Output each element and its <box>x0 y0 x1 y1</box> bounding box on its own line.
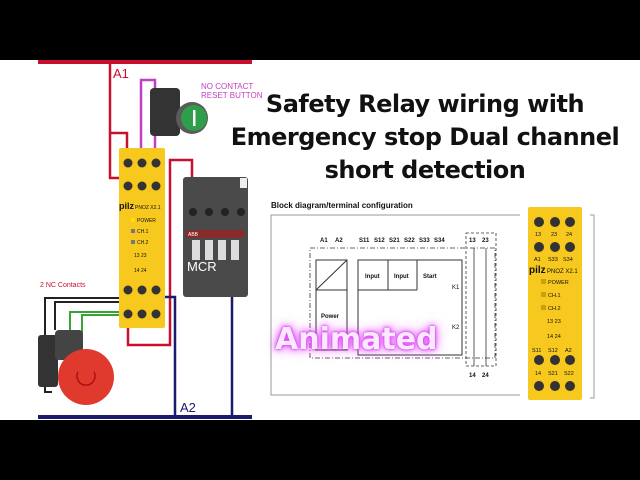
contactor-label: MCR <box>187 259 217 274</box>
safety-relay-right: 13 23 24 A1 S33 S34 S11 S12 A2 14 S21 S2… <box>528 207 582 400</box>
animated-overlay-label: Animated <box>275 322 438 357</box>
red-wire <box>126 158 194 347</box>
estop-label: 2 NC Contacts <box>40 282 86 289</box>
terminal: S22 <box>404 238 415 244</box>
led-power: POWER <box>548 280 569 286</box>
contact-label: 14 24 <box>134 268 147 274</box>
terminal: S34 <box>563 257 573 263</box>
led-power: POWER <box>137 218 156 224</box>
terminal: 24 <box>482 373 489 379</box>
block-start: Start <box>423 274 437 280</box>
contact-label: 13 23 <box>134 253 147 259</box>
block-power: Power <box>321 314 340 320</box>
relay-model: PNOZ X2.1 <box>547 269 578 275</box>
terminal: 24 <box>566 232 572 238</box>
terminal: S11 <box>359 238 370 244</box>
magenta-wire <box>139 78 157 165</box>
terminal: 13 <box>469 238 476 244</box>
contactor-brand: ABB <box>188 232 199 238</box>
led-ch1: CH.1 <box>137 229 149 235</box>
reset-button <box>150 88 208 136</box>
black-wire <box>54 301 142 330</box>
led-ch2: CH.2 <box>548 306 561 312</box>
title-line: Emergency stop Dual channel <box>230 123 620 151</box>
terminal: S33 <box>419 238 430 244</box>
contact-label: 13 23 <box>547 319 561 325</box>
image-canvas: A1 A2 NO CONTACT RE <box>0 60 640 420</box>
terminal: 23 <box>482 238 489 244</box>
terminal: A2 <box>565 348 572 354</box>
block-diagram-heading: Block diagram/terminal configuration <box>271 201 413 210</box>
relay-k2: K2 <box>452 325 460 331</box>
title-line: Safety Relay wiring with <box>265 90 585 118</box>
terminal: S21 <box>389 238 400 244</box>
emergency-stop-button <box>38 330 114 405</box>
led-ch1: CH.1 <box>548 293 561 299</box>
relay-model: PNOZ X2.1 <box>135 205 161 211</box>
terminal: S12 <box>548 348 558 354</box>
block-input-1: Input <box>365 274 380 280</box>
wiring-diagram: A1 A2 NO CONTACT RE <box>38 60 595 419</box>
a1-label: A1 <box>113 66 129 81</box>
terminal: S33 <box>548 257 558 263</box>
block-input-2: Input <box>394 274 409 280</box>
terminal: A1 <box>534 257 541 263</box>
terminal: A1 <box>320 238 328 244</box>
terminal: 13 <box>535 232 541 238</box>
terminal: S11 <box>532 348 541 354</box>
terminal: A2 <box>335 238 343 244</box>
led-ch2: CH.2 <box>137 240 149 246</box>
title-line: short detection <box>324 156 526 184</box>
reset-label: RESET BUTTON <box>201 91 263 100</box>
video-title: Safety Relay wiring with Emergency stop … <box>205 88 640 187</box>
contact-label: 14 24 <box>547 334 561 340</box>
relay-k1: K1 <box>452 285 460 291</box>
green-wire <box>69 311 142 335</box>
relay-brand: pilz <box>119 201 134 211</box>
terminal: 23 <box>551 232 557 238</box>
relay-brand: pilz <box>529 265 546 276</box>
safety-relay-left: pilz PNOZ X2.1 POWER CH.1 CH.2 13 23 14 … <box>119 148 165 328</box>
terminal: S12 <box>374 238 385 244</box>
terminal: S21 <box>548 371 558 377</box>
a2-label: A2 <box>180 400 196 415</box>
terminal: S22 <box>564 371 574 377</box>
terminal: S34 <box>434 238 445 244</box>
block-diagram: Block diagram/terminal configuration Inp… <box>270 201 520 396</box>
terminal: 14 <box>469 373 476 379</box>
contactor-mcr: ABB MCR <box>183 177 248 297</box>
bracket <box>590 214 595 399</box>
reset-label: NO CONTACT <box>201 82 253 91</box>
terminal: 14 <box>535 371 541 377</box>
